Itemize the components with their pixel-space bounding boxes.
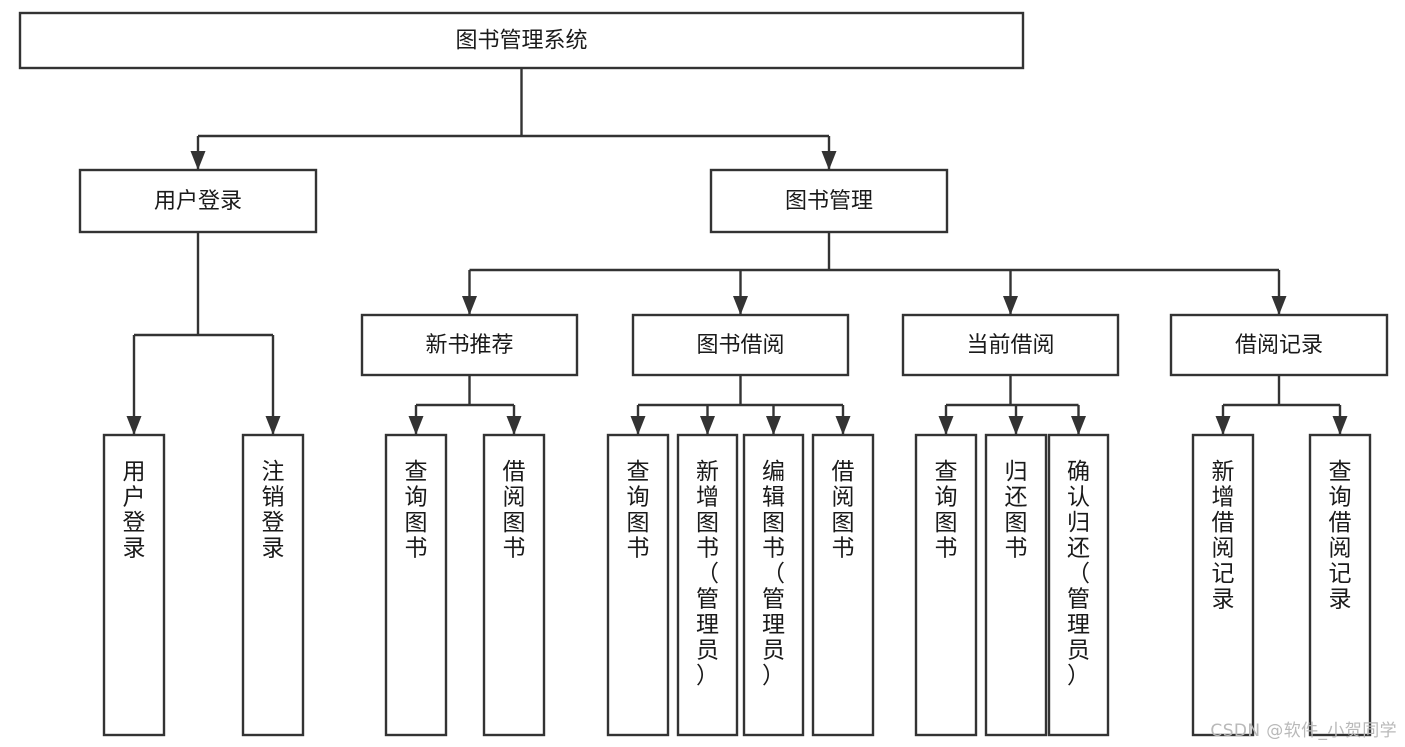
node-label-leaf-query-borrow-record: 查询借阅记录 [1329, 459, 1352, 613]
arrow-head-icon [700, 416, 715, 435]
csdn-watermark: CSDN @软件_小贺同学 [1210, 721, 1397, 741]
node-new-book-recommend[interactable]: 新书推荐 [360, 313, 579, 377]
node-label-borrow-record: 借阅记录 [1235, 333, 1323, 358]
arrow-head-icon [938, 416, 954, 435]
node-label-user-login: 用户登录 [154, 189, 242, 214]
node-label-book-borrow: 图书借阅 [696, 333, 784, 358]
node-leaf-add-book-admin[interactable]: 新增图书（管理员） [676, 433, 739, 737]
node-label-leaf-query-book-borrow: 查询图书 [627, 459, 650, 562]
node-label-leaf-query-book-current: 查询图书 [935, 459, 958, 562]
arrow-head-icon [766, 416, 781, 435]
node-box-current-borrow [901, 313, 1120, 377]
node-leaf-borrow-book[interactable]: 借阅图书 [811, 433, 875, 737]
arrow-head-icon [1071, 416, 1086, 435]
node-label-leaf-add-book-admin: 新增图书（管理员） [696, 459, 719, 689]
arrow-head-icon [190, 151, 206, 170]
node-box-root [18, 11, 1025, 70]
node-leaf-borrow-book-recommend[interactable]: 借阅图书 [482, 433, 546, 737]
arrow-head-icon [821, 151, 837, 170]
node-book-manage[interactable]: 图书管理 [709, 168, 949, 234]
node-box-leaf-query-book-recommend [384, 433, 448, 737]
arrow-head-icon [126, 416, 142, 435]
node-box-book-borrow [631, 313, 850, 377]
node-box-leaf-add-borrow-record [1191, 433, 1255, 737]
arrow-head-icon [1332, 416, 1348, 435]
node-label-new-book-recommend: 新书推荐 [425, 333, 513, 358]
node-box-leaf-query-book-borrow [606, 433, 670, 737]
node-box-leaf-borrow-book-recommend [482, 433, 546, 737]
arrow-head-icon [630, 416, 646, 435]
arrow-head-icon [265, 416, 281, 435]
node-root[interactable]: 图书管理系统 [18, 11, 1025, 70]
arrow-head-icon [1008, 416, 1024, 435]
node-leaf-query-book-recommend[interactable]: 查询图书 [384, 433, 448, 737]
node-label-leaf-query-book-recommend: 查询图书 [405, 459, 428, 562]
node-label-book-manage: 图书管理 [785, 189, 873, 214]
arrow-head-icon [506, 416, 522, 435]
node-box-user-login [78, 168, 318, 234]
node-label-leaf-return-book: 归还图书 [1005, 459, 1028, 562]
node-box-leaf-confirm-return-admin [1047, 433, 1110, 737]
node-user-login[interactable]: 用户登录 [78, 168, 318, 234]
node-label-leaf-borrow-book-recommend: 借阅图书 [503, 459, 526, 562]
node-label-leaf-edit-book-admin: 编辑图书（管理员） [762, 459, 785, 689]
node-label-current-borrow: 当前借阅 [966, 333, 1054, 358]
node-box-leaf-add-book-admin [676, 433, 739, 737]
node-current-borrow[interactable]: 当前借阅 [901, 313, 1120, 377]
node-leaf-add-borrow-record[interactable]: 新增借阅记录 [1191, 433, 1255, 737]
node-leaf-query-borrow-record[interactable]: 查询借阅记录 [1308, 433, 1372, 737]
arrow-head-icon [733, 296, 748, 315]
node-box-book-manage [709, 168, 949, 234]
node-box-leaf-user-login [102, 433, 166, 737]
node-leaf-query-book-current[interactable]: 查询图书 [914, 433, 978, 737]
node-box-leaf-edit-book-admin [742, 433, 805, 737]
node-box-leaf-logout-login [241, 433, 305, 737]
arrow-head-icon [1215, 416, 1231, 435]
node-label-root: 图书管理系统 [455, 29, 587, 54]
nodes-layer: 图书管理系统用户登录图书管理新书推荐图书借阅当前借阅借阅记录用户登录注销登录查询… [18, 11, 1389, 737]
node-leaf-logout-login[interactable]: 注销登录 [241, 433, 305, 737]
node-leaf-confirm-return-admin[interactable]: 确认归还（管理员） [1047, 433, 1110, 737]
node-box-leaf-return-book [984, 433, 1048, 737]
node-label-leaf-confirm-return-admin: 确认归还（管理员） [1067, 459, 1090, 689]
arrow-head-icon [835, 416, 851, 435]
node-leaf-return-book[interactable]: 归还图书 [984, 433, 1048, 737]
arrow-head-icon [1003, 296, 1018, 315]
node-leaf-user-login[interactable]: 用户登录 [102, 433, 166, 737]
node-box-leaf-query-book-current [914, 433, 978, 737]
arrow-head-icon [408, 416, 424, 435]
node-box-borrow-record [1169, 313, 1389, 377]
node-label-leaf-borrow-book: 借阅图书 [832, 459, 855, 562]
node-box-new-book-recommend [360, 313, 579, 377]
node-label-leaf-logout-login: 注销登录 [262, 459, 285, 562]
node-label-leaf-user-login: 用户登录 [123, 459, 146, 562]
arrow-head-icon [1271, 296, 1287, 315]
arrow-head-icon [462, 296, 477, 315]
node-box-leaf-query-borrow-record [1308, 433, 1372, 737]
node-book-borrow[interactable]: 图书借阅 [631, 313, 850, 377]
edges-layer [126, 68, 1348, 435]
node-box-leaf-borrow-book [811, 433, 875, 737]
node-label-leaf-add-borrow-record: 新增借阅记录 [1212, 459, 1235, 613]
node-leaf-query-book-borrow[interactable]: 查询图书 [606, 433, 670, 737]
node-borrow-record[interactable]: 借阅记录 [1169, 313, 1389, 377]
node-leaf-edit-book-admin[interactable]: 编辑图书（管理员） [742, 433, 805, 737]
